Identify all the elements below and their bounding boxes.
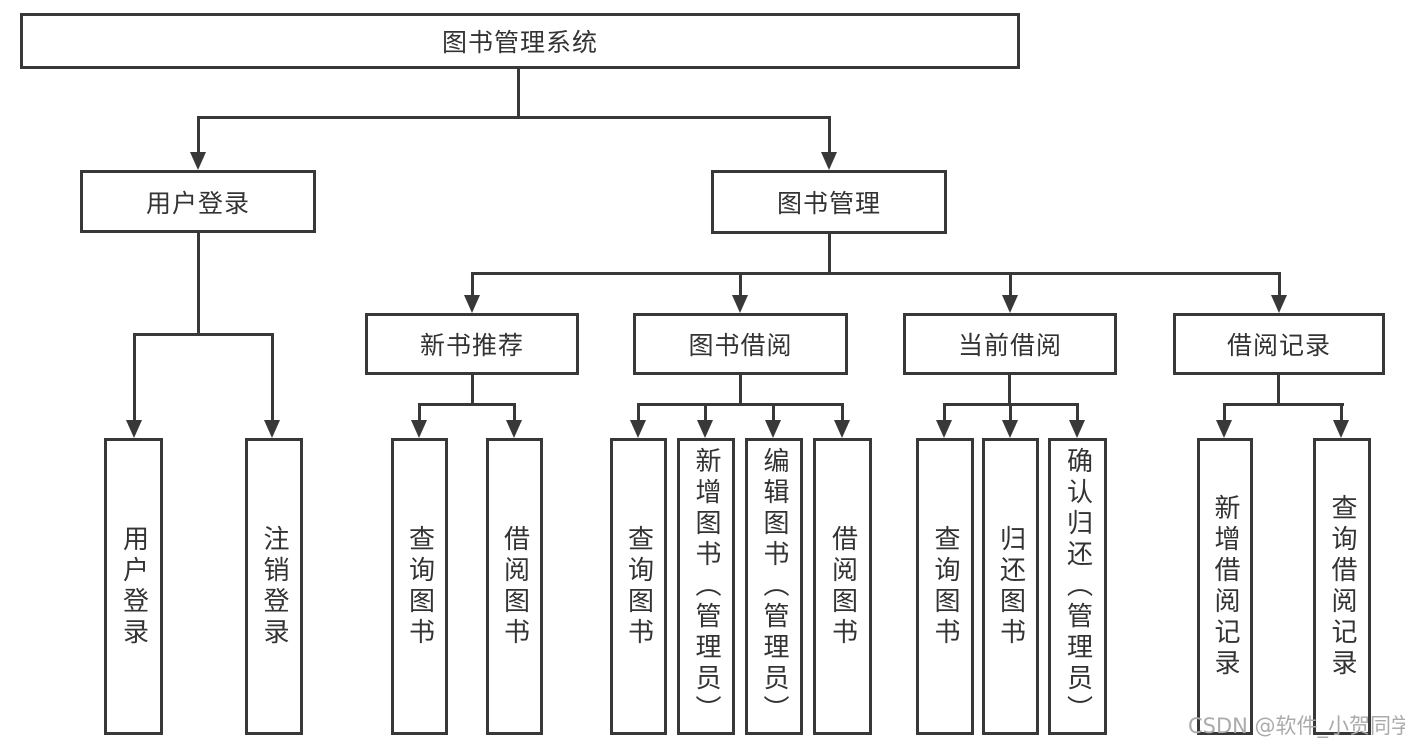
arrowhead-down-icon [1216,420,1232,438]
connector-to-nb-query [418,403,421,421]
leaf-user-login-label: 用户登录 [118,524,149,649]
watermark: CSDN @软件_小贺同学 [1188,714,1405,738]
connector-to-br-query [1340,403,1343,421]
leaf-cb-return-books-label: 归还图书 [995,524,1026,649]
node-user-login-label: 用户登录 [145,188,250,218]
connector-to-nb-borrow [513,403,516,421]
arrowhead-down-icon [821,152,837,170]
leaf-logout-label: 注销登录 [259,524,289,649]
arrowhead-down-icon [936,420,952,438]
connector-to-borrowing-records [1278,272,1281,296]
connector-root-trunk [517,69,520,119]
node-borrowing-records: 借阅记录 [1173,313,1385,375]
connector-to-cb-query [943,403,946,421]
connector-current-borrowing-trunk [1008,375,1011,406]
arrowhead-down-icon [411,420,427,438]
connector-to-leaf-user-login [133,333,136,422]
connector-to-leaf-logout [271,333,274,422]
arrowhead-down-icon [1069,420,1085,438]
connector-to-cb-confirm [1076,403,1079,421]
connector-root-to-book-management [828,116,831,154]
leaf-bb-borrow-books-label: 借阅图书 [827,524,858,649]
node-root: 图书管理系统 [20,13,1020,69]
arrowhead-down-icon [464,295,480,313]
arrowhead-down-icon [1271,295,1287,313]
connector-book-borrowing-bar [637,403,844,406]
connector-new-book-recommend-bar [418,403,516,406]
arrowhead-down-icon [765,420,781,438]
arrowhead-down-icon [630,420,646,438]
connector-to-bb-query [637,403,640,421]
leaf-bb-add-books-admin-label: 新增图书（管理员） [691,447,721,726]
connector-to-bb-borrow [841,403,844,421]
arrowhead-down-icon [697,420,713,438]
arrowhead-down-icon [126,420,142,438]
arrowhead-down-icon [190,152,206,170]
connector-to-bb-add [704,403,707,421]
leaf-bb-borrow-books: 借阅图书 [813,438,872,735]
leaf-bb-edit-books-admin-label: 编辑图书（管理员） [759,447,789,726]
connector-to-book-borrowing [739,272,742,296]
leaf-cb-confirm-return-admin: 确认归还（管理员） [1048,438,1107,735]
arrowhead-down-icon [506,420,522,438]
node-new-book-recommend: 新书推荐 [365,313,579,375]
leaf-cb-confirm-return-admin-label: 确认归还（管理员） [1062,447,1093,726]
leaf-user-login: 用户登录 [104,438,163,735]
leaf-br-query-record: 查询借阅记录 [1313,438,1371,735]
connector-to-cb-return [1009,403,1012,421]
leaf-bb-query-books: 查询图书 [610,438,667,735]
leaf-br-add-record-label: 新增借阅记录 [1210,493,1240,680]
connector-borrowing-records-trunk [1277,375,1280,406]
node-user-login: 用户登录 [80,170,316,233]
node-current-borrowing-label: 当前借阅 [957,331,1062,360]
connector-to-new-book-recommend [471,272,474,296]
node-book-borrowing: 图书借阅 [633,313,848,375]
connector-root-bar [197,116,831,119]
leaf-bb-query-books-label: 查询图书 [623,524,654,649]
arrowhead-down-icon [732,295,748,313]
node-borrowing-records-label: 借阅记录 [1226,331,1331,360]
connector-user-login-bar [133,333,274,336]
connector-to-br-add [1223,403,1226,421]
leaf-br-add-record: 新增借阅记录 [1197,438,1253,735]
leaf-br-query-record-label: 查询借阅记录 [1327,493,1357,680]
connector-user-login-trunk [197,233,200,336]
connector-new-book-recommend-trunk [471,375,474,406]
arrowhead-down-icon [1002,295,1018,313]
connector-to-current-borrowing [1009,272,1012,296]
connector-root-to-user-login [197,116,200,154]
node-root-label: 图书管理系统 [441,28,598,57]
leaf-nb-borrow-books: 借阅图书 [486,438,543,735]
leaf-logout: 注销登录 [245,438,303,735]
leaf-cb-query-books-label: 查询图书 [930,524,960,649]
arrowhead-down-icon [1333,420,1349,438]
arrowhead-down-icon [264,420,280,438]
leaf-bb-add-books-admin: 新增图书（管理员） [677,438,735,735]
node-current-borrowing: 当前借阅 [903,313,1117,375]
connector-borrowing-records-bar [1223,403,1344,406]
node-book-borrowing-label: 图书借阅 [688,331,793,360]
connector-to-bb-edit [772,403,775,421]
connector-book-borrowing-trunk [739,375,742,406]
leaf-bb-edit-books-admin: 编辑图书（管理员） [745,438,803,735]
connector-book-management-bar [471,272,1281,275]
leaf-nb-borrow-books-label: 借阅图书 [499,524,530,649]
arrowhead-down-icon [1002,420,1018,438]
node-new-book-recommend-label: 新书推荐 [419,331,524,360]
arrowhead-down-icon [834,420,850,438]
leaf-cb-query-books: 查询图书 [916,438,974,735]
leaf-nb-query-books-label: 查询图书 [404,524,435,649]
node-book-management: 图书管理 [711,170,947,234]
node-book-management-label: 图书管理 [776,189,881,218]
leaf-nb-query-books: 查询图书 [391,438,448,735]
connector-book-management-trunk [828,233,831,275]
leaf-cb-return-books: 归还图书 [982,438,1039,735]
